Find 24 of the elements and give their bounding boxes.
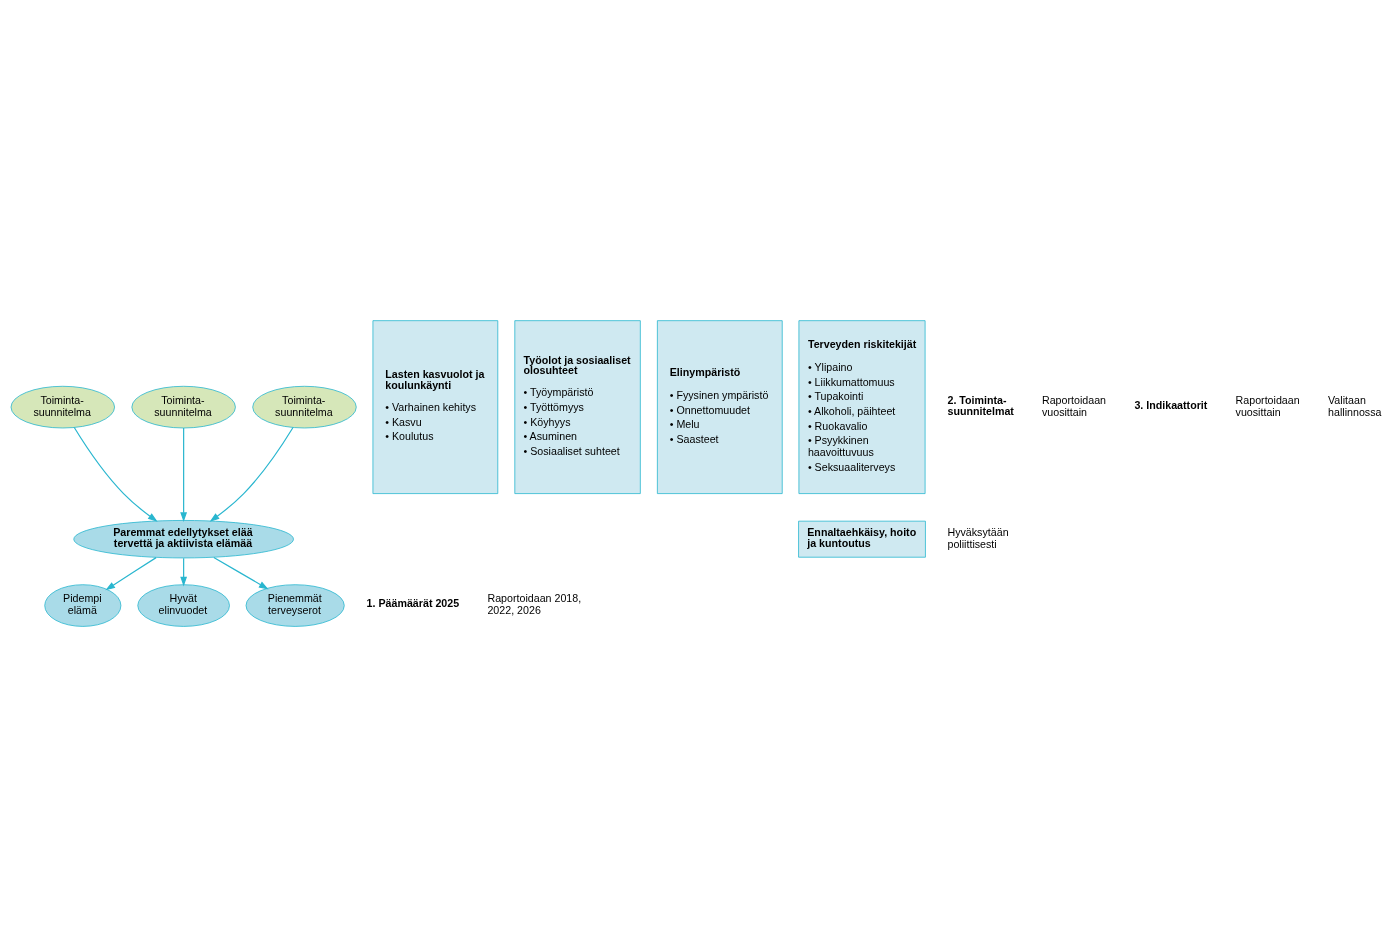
node-box: Terveyden riskitekijät • Ylipaino • Liikkumattomuus • Tupakointi • Alkoholi, päihteet • Ruokavalio • Psyykkinen haavoittuvuus • Seksuaaliterveys [798,319,926,494]
label: Raportoidaan vuosittain [1235,393,1300,418]
arrow [180,426,188,522]
label: Raportoidaan vuosittain [1041,393,1107,418]
label: Raportoidaan 2018, 2022, 2026 [487,591,582,616]
node-box: Elinympäristö • Fyysinen ympäristö • Onnettomuudet • Melu • Saasteet [656,319,783,494]
node-ellipse: Toiminta- suunnitelma [10,385,115,428]
label: 1. Päämäärät 2025 [366,596,460,609]
arrow [209,426,294,522]
label: 2. Toiminta- suunnitelmat [947,393,1014,417]
node-ellipse: Hyvät elinvuodet [137,583,230,627]
node-box: Lasten kasvuolot ja koulunkäynti • Varhainen kehitys • Kasvu • Koulutus [372,319,499,494]
arrow [213,556,269,589]
arrow [73,426,158,522]
label: Hyväksytään poliittisesti [947,525,1009,550]
node-box: Ennaltaehkäisy, hoito ja kuntoutus [798,520,926,558]
node-ellipse: Toiminta- suunnitelma [131,385,236,428]
node-box: Työolot ja sosiaaliset olosuhteet • Työympäristö • Työttömyys • Köyhyys • Asuminen • Sosiaaliset suhteet [514,319,641,494]
label: Valitaan hallinnossa [1328,393,1382,418]
node-ellipse: Paremmat edellytykset elää tervettä ja aktiivista elämää [73,519,294,558]
arrow [180,557,188,586]
label: 3. Indikaattorit [1134,398,1208,411]
arrow [105,556,157,590]
node-ellipse: Toiminta- suunnitelma [252,385,357,428]
